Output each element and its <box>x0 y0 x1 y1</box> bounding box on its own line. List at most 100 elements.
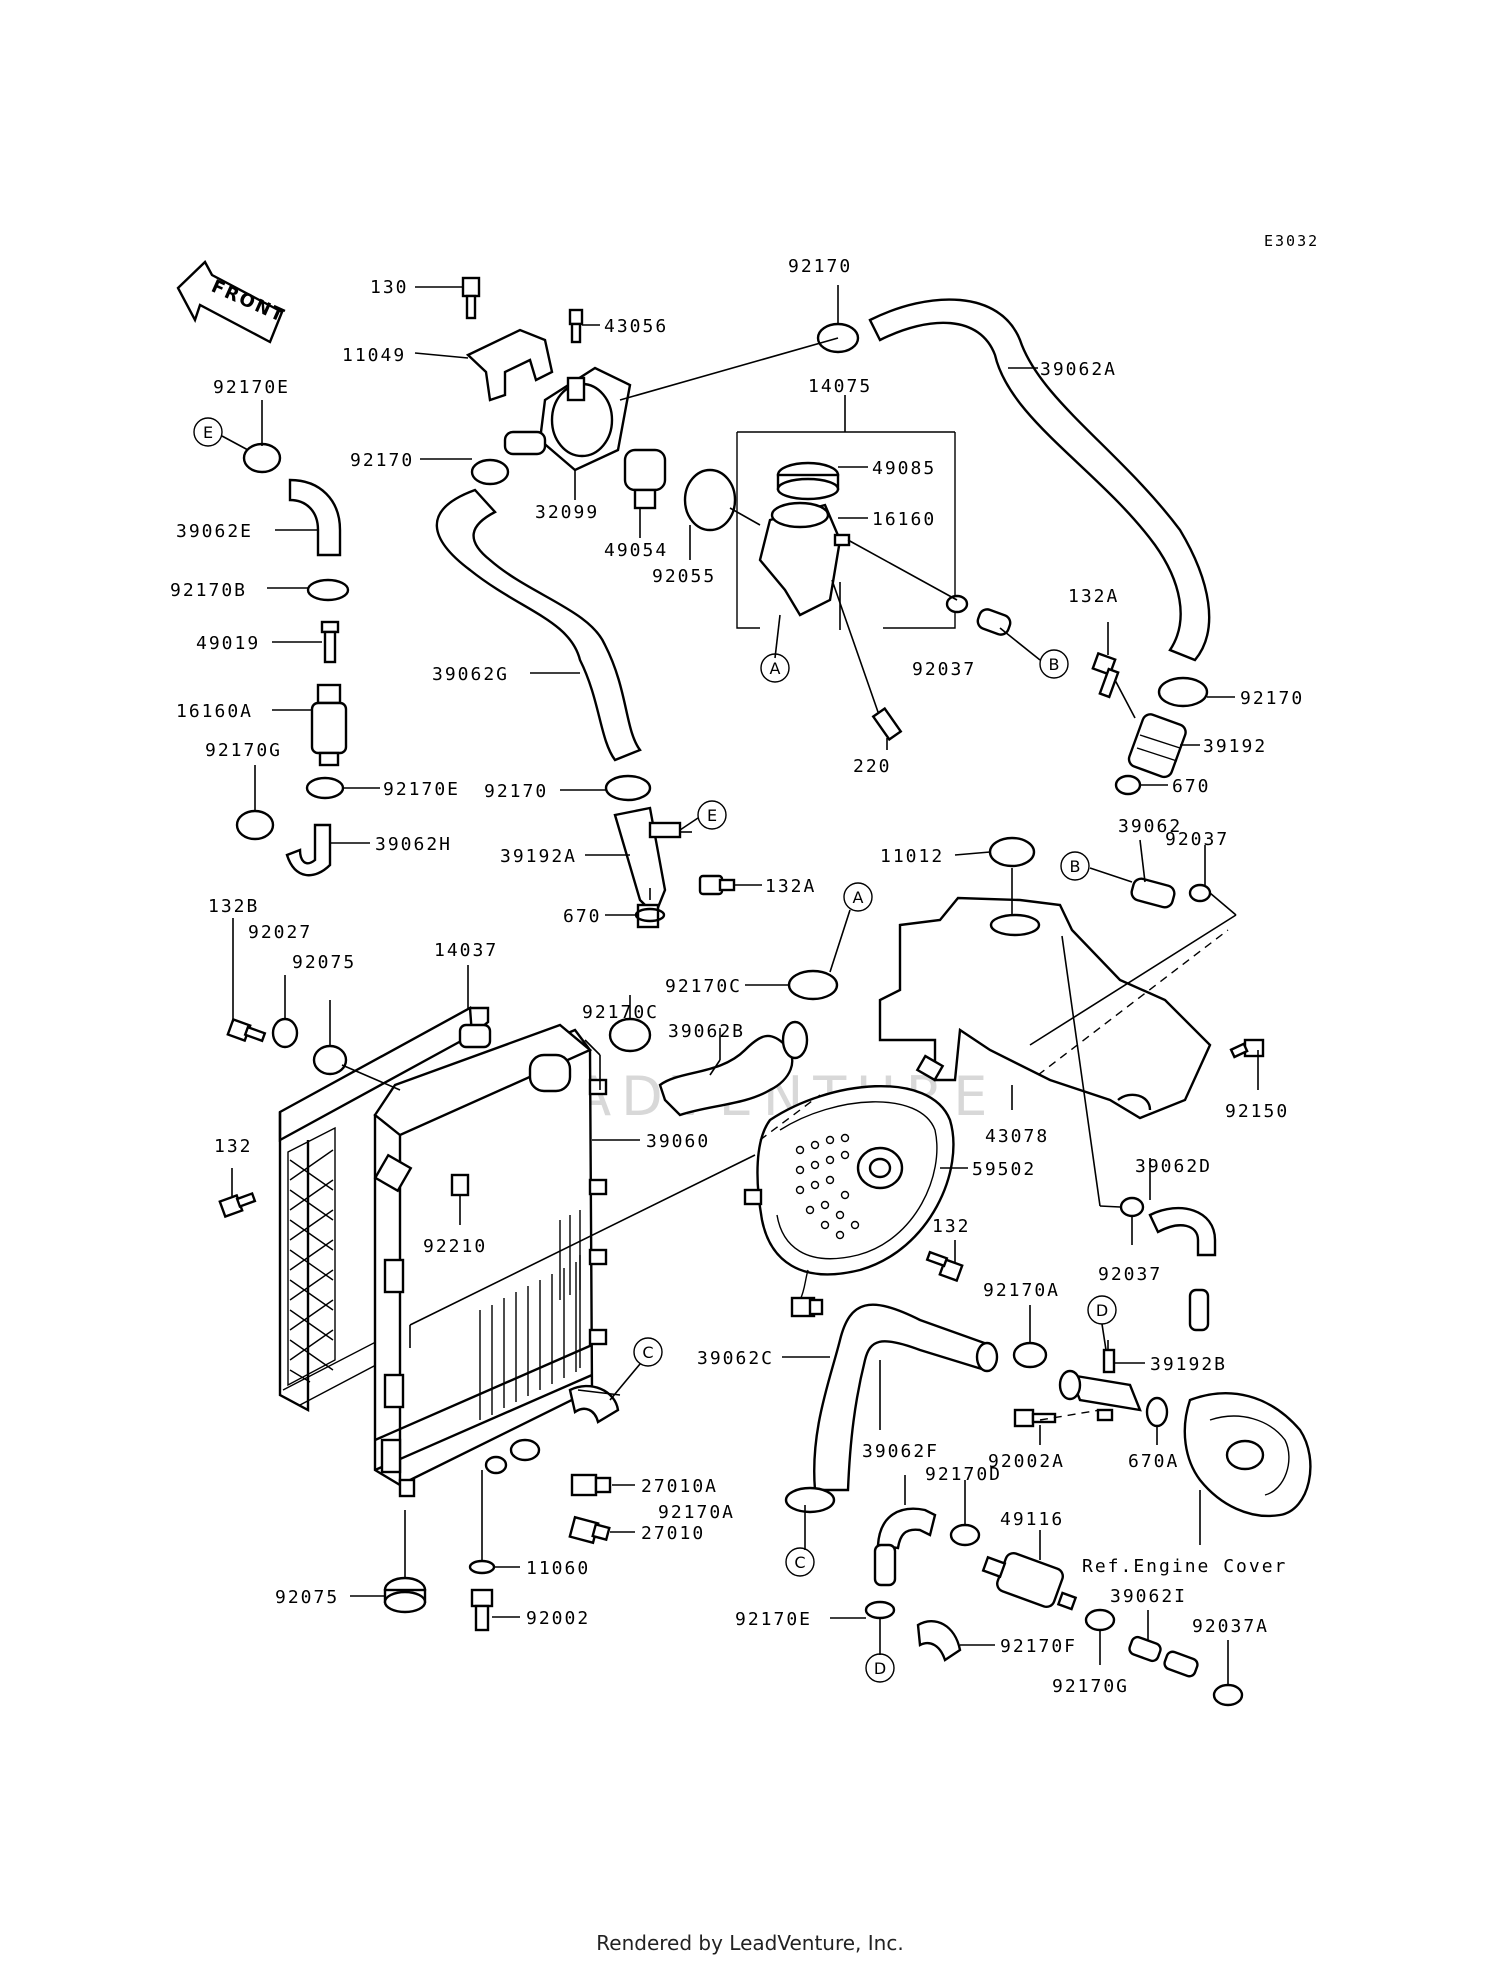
label-92170g-left: 92170G <box>205 740 282 761</box>
label-92170-left: 92170 <box>350 450 414 471</box>
label-39062c: 39062C <box>697 1348 774 1369</box>
label-14075: 14075 <box>808 376 872 397</box>
label-39062i: 39062I <box>1110 1586 1187 1607</box>
bolt-132b <box>226 1017 267 1043</box>
label-11049: 11049 <box>342 345 406 366</box>
clamp-92170-left <box>470 458 510 486</box>
radiator-core-39060 <box>373 1023 620 1498</box>
label-49054: 49054 <box>604 540 668 561</box>
label-92037a: 92037A <box>1192 1616 1269 1637</box>
label-92037-low: 92037 <box>1098 1264 1162 1285</box>
hose-39062i <box>1128 1635 1199 1678</box>
screw-220 <box>871 706 903 742</box>
grommet-92075-top <box>312 1044 348 1076</box>
label-39062g: 39062G <box>432 664 509 685</box>
label-39192a: 39192A <box>500 846 577 867</box>
bolt-92002a <box>1013 1408 1057 1428</box>
fan-59502 <box>743 1054 955 1318</box>
bracket-line-14075-right <box>883 432 956 629</box>
label-16160a: 16160A <box>176 701 253 722</box>
clamp-92170f <box>916 1620 962 1662</box>
clamp-92170d <box>949 1523 981 1547</box>
label-49085: 49085 <box>872 458 936 479</box>
label-32099: 32099 <box>535 502 599 523</box>
svg-text:C: C <box>794 1553 805 1572</box>
callout-e-leader <box>221 435 249 451</box>
sensor-27010a <box>570 1473 612 1497</box>
hose-39062h <box>285 823 332 877</box>
bolt-132a-mid <box>698 874 736 896</box>
part-labels: 130 11049 43056 92170 39062A 14075 49085… <box>170 256 1302 1697</box>
plug-49019 <box>320 620 340 664</box>
front-arrow-icon: FRONT <box>176 260 289 344</box>
callout-e-mid-leader <box>679 817 699 831</box>
callout-a-mid: A <box>843 882 873 912</box>
label-92170c-a: 92170C <box>665 976 742 997</box>
label-39060: 39060 <box>646 1131 710 1152</box>
bracket-92210 <box>450 1173 470 1197</box>
clamp-92037a <box>1212 1683 1244 1707</box>
clamp-92037-mid <box>1188 883 1212 903</box>
hose-39062 <box>1130 877 1176 909</box>
label-220: 220 <box>853 756 892 777</box>
hose-39062e <box>288 478 342 557</box>
clamp-92170-mid <box>604 774 652 802</box>
label-92002a: 92002A <box>988 1451 1065 1472</box>
label-92150: 92150 <box>1225 1101 1289 1122</box>
bolt-92002 <box>470 1588 494 1632</box>
sensor-27010 <box>568 1515 611 1545</box>
svg-text:B: B <box>1070 857 1081 876</box>
label-92170b: 92170B <box>170 580 247 601</box>
label-132a-mid: 132A <box>765 876 816 897</box>
label-39062e: 39062E <box>176 521 253 542</box>
clamp-92037-low <box>1119 1196 1145 1218</box>
label-130: 130 <box>370 277 409 298</box>
bracket-11049 <box>465 328 554 402</box>
label-43056: 43056 <box>604 316 668 337</box>
clamp-92170e-top <box>242 442 282 474</box>
hose-39062d <box>1148 1206 1217 1257</box>
bolt-132-fan <box>925 1250 964 1283</box>
callout-e-top: E <box>193 417 223 447</box>
label-92170d: 92170D <box>925 1464 1002 1485</box>
label-92170e-top: 92170E <box>213 377 290 398</box>
label-27010a: 27010A <box>641 1476 718 1497</box>
label-92170a-right: 92170A <box>983 1280 1060 1301</box>
label-16160: 16160 <box>872 509 936 530</box>
fitting-16160a <box>310 683 348 767</box>
hose-b-top <box>976 608 1012 636</box>
label-39062f: 39062F <box>862 1441 939 1462</box>
clamp-92170e-low <box>864 1600 896 1620</box>
clamp-92170b <box>306 578 350 602</box>
hose-39062b-end <box>781 1020 809 1060</box>
o-ring-92055 <box>683 468 737 532</box>
diagram-code: E3032 <box>1264 232 1319 250</box>
label-132a-right: 132A <box>1068 586 1119 607</box>
leader-lines <box>231 285 1259 1685</box>
label-92075-low: 92075 <box>275 1587 339 1608</box>
footer-credit: Rendered by LeadVenture, Inc. <box>596 1931 903 1955</box>
label-132-left: 132 <box>214 1136 253 1157</box>
svg-text:D: D <box>874 1659 886 1678</box>
hose-39062f <box>876 1507 937 1550</box>
svg-text:E: E <box>707 806 717 825</box>
label-92170e-mid: 92170E <box>383 779 460 800</box>
label-39192: 39192 <box>1203 736 1267 757</box>
label-92075-top: 92075 <box>292 952 356 973</box>
o-ring-670a <box>1145 1396 1169 1428</box>
radiator-cap-49085 <box>776 461 840 501</box>
label-39062a: 39062A <box>1040 359 1117 380</box>
callout-a-top: A <box>760 653 790 683</box>
bolt-132-left <box>218 1191 257 1219</box>
label-92170-mid: 92170 <box>484 781 548 802</box>
fitting-39192 <box>1127 713 1187 779</box>
svg-text:C: C <box>642 1343 653 1362</box>
clamp-92170g-left <box>235 809 275 841</box>
callout-b-mid: B <box>1060 851 1090 881</box>
label-92210: 92210 <box>423 1236 487 1257</box>
label-92170e-low: 92170E <box>735 1609 812 1630</box>
hose-39062f-end <box>873 1543 897 1587</box>
label-39192b: 39192B <box>1150 1354 1227 1375</box>
clamp-92170g-low <box>1084 1608 1116 1632</box>
